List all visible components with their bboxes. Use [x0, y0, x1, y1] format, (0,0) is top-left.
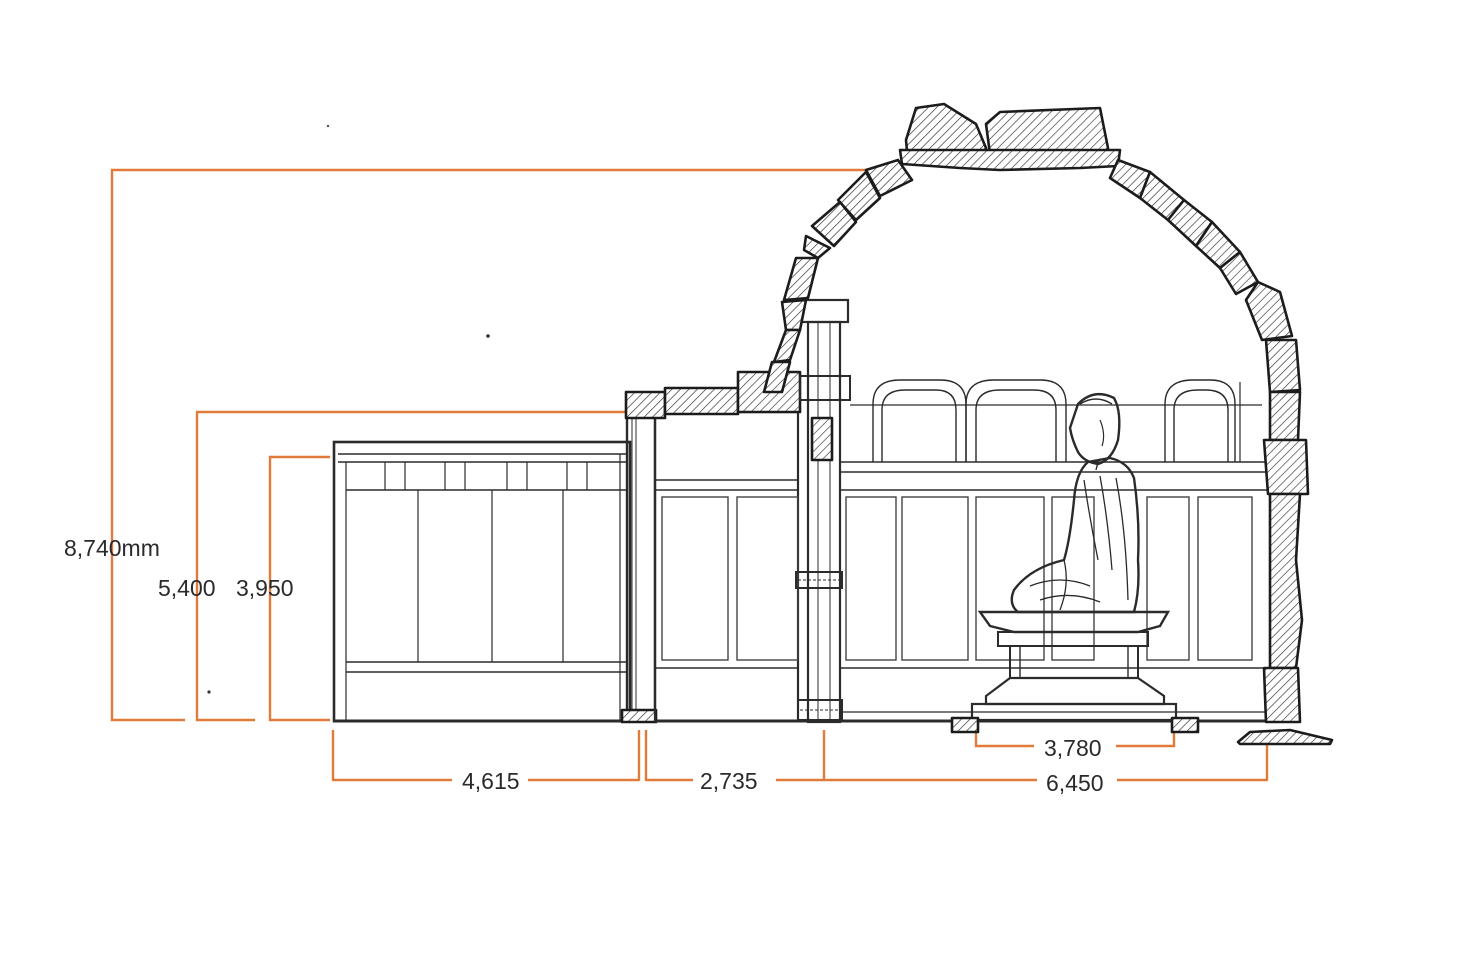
scan-speck	[207, 690, 211, 694]
front-hall	[332, 440, 632, 723]
label-length-front-hall: 4,615	[462, 768, 520, 794]
label-length-passage: 2,735	[700, 768, 758, 794]
dimension-labels: 8,740mm 5,400 3,950 4,615 2,735 3,780 6,…	[64, 535, 1104, 796]
label-length-rotunda: 6,450	[1046, 770, 1104, 796]
dim-line-height-antechamber	[195, 410, 626, 722]
dome	[762, 102, 1334, 746]
capstone-base	[898, 148, 1122, 172]
dim-line-pedestal-a	[974, 728, 1034, 748]
front-hall-outline	[332, 440, 632, 723]
roof-stone-2	[663, 386, 740, 416]
label-height-total: 8,740mm	[64, 535, 160, 561]
roof-stone-1	[624, 390, 667, 420]
dim-line-pedestal-b	[1116, 728, 1176, 748]
seated-buddha-statue	[950, 392, 1200, 734]
central-pillar	[795, 298, 851, 724]
dimension-lines	[110, 168, 1269, 782]
passage	[620, 370, 802, 724]
scan-speck	[326, 124, 330, 128]
dim-line-height-total	[110, 168, 868, 722]
threshold-stone	[620, 708, 658, 724]
label-height-antechamber: 5,400	[158, 575, 216, 601]
label-height-front-hall: 3,950	[236, 575, 294, 601]
rotunda-interior	[840, 379, 1268, 713]
scan-speck	[486, 334, 490, 338]
label-pedestal-width: 3,780	[1044, 735, 1102, 761]
dim-line-height-front-hall	[268, 455, 330, 722]
